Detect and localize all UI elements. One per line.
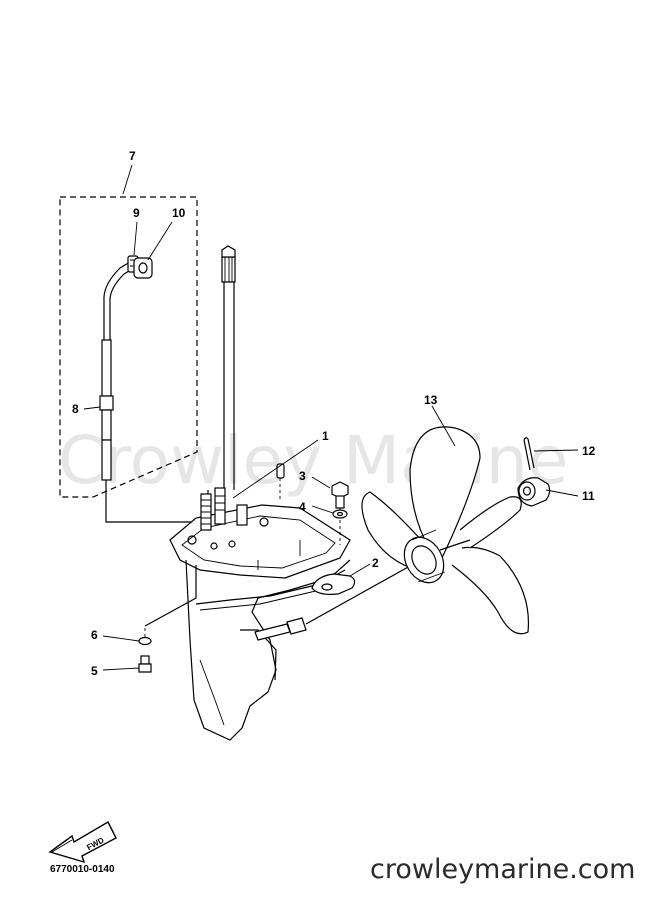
callout-1: 1 — [322, 429, 329, 443]
leader-lines — [83, 164, 579, 671]
callout-9: 9 — [133, 206, 140, 220]
washer — [332, 509, 348, 519]
callout-4: 4 — [299, 500, 306, 514]
site-url: crowleymarine.com — [370, 854, 635, 885]
small-bolt — [138, 655, 152, 673]
callout-3: 3 — [299, 469, 306, 483]
propeller-shaft — [254, 565, 411, 641]
callouts: 1 2 3 4 5 6 7 8 9 10 11 12 13 — [72, 149, 596, 678]
dowel-pin — [276, 463, 285, 500]
drive-shaft — [221, 245, 236, 490]
kit-box-7 — [59, 196, 198, 498]
callout-12: 12 — [582, 444, 596, 458]
callout-8: 8 — [72, 402, 79, 416]
callout-11: 11 — [582, 489, 595, 503]
callout-7: 7 — [129, 149, 136, 163]
prop-nut — [517, 477, 551, 507]
small-washer — [138, 636, 152, 646]
fwd-arrow-icon: FWD — [48, 821, 117, 864]
callout-2: 2 — [372, 556, 379, 570]
cotter-pin — [523, 437, 535, 471]
part-number: 6770010-0140 — [50, 864, 115, 875]
callout-13: 13 — [424, 393, 438, 407]
propeller — [361, 426, 530, 635]
callout-5: 5 — [91, 664, 98, 678]
lower-casing — [144, 487, 351, 741]
watermark-text: Crowley Marine — [58, 422, 568, 499]
rubber-seal — [133, 257, 153, 279]
anode — [311, 573, 356, 595]
callout-6: 6 — [91, 628, 98, 642]
callout-10: 10 — [172, 206, 186, 220]
